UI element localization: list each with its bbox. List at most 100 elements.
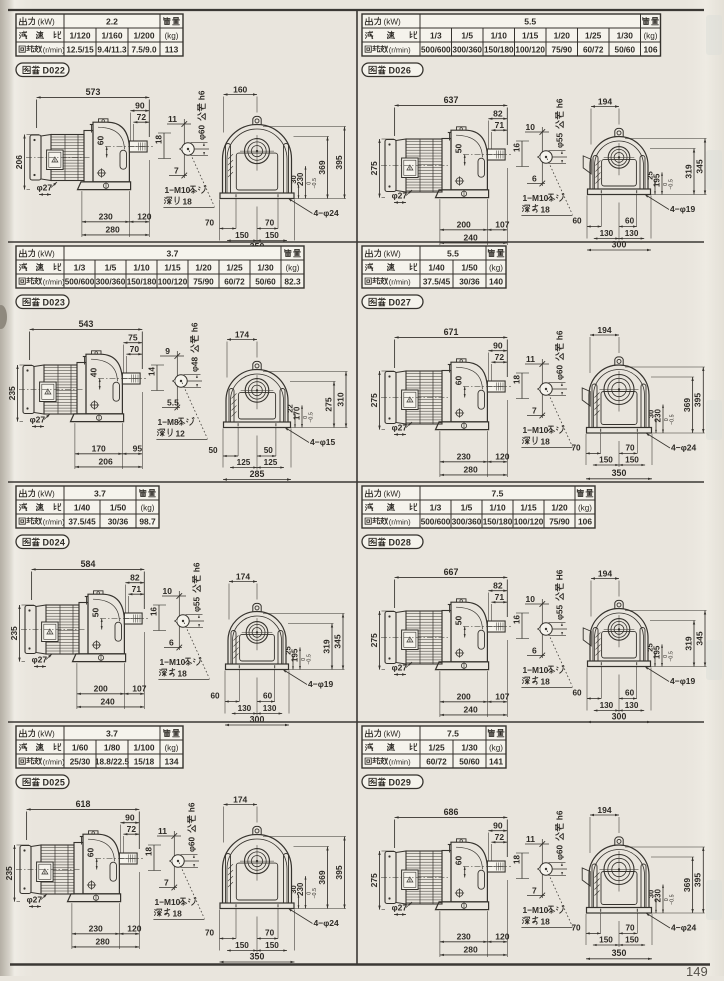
svg-text:1/3: 1/3: [74, 263, 86, 273]
svg-text:70: 70: [571, 923, 581, 932]
svg-text:7.5: 7.5: [447, 729, 459, 739]
svg-text:134: 134: [165, 757, 179, 767]
svg-text:82: 82: [130, 573, 140, 583]
svg-text:75/90: 75/90: [193, 278, 214, 287]
svg-text:(kg): (kg): [164, 744, 178, 753]
svg-text:φ55: φ55: [555, 132, 565, 148]
svg-text:−0.5: −0.5: [669, 179, 675, 190]
svg-text:280: 280: [96, 937, 110, 947]
svg-text:0: 0: [301, 658, 307, 661]
svg-text:(kg): (kg): [489, 744, 503, 753]
svg-text:(kg): (kg): [164, 32, 178, 41]
svg-text:1−M10: 1−M10: [523, 193, 549, 203]
svg-text:275: 275: [369, 393, 379, 407]
svg-text:300: 300: [612, 711, 627, 721]
svg-text:194: 194: [597, 325, 611, 335]
svg-text:1/60: 1/60: [72, 743, 89, 753]
svg-text:130: 130: [238, 704, 252, 713]
svg-text:25: 25: [284, 646, 293, 655]
svg-text:230: 230: [653, 888, 662, 902]
svg-text:1/15: 1/15: [520, 503, 537, 513]
svg-text:3.7: 3.7: [94, 489, 106, 499]
svg-text:60/72: 60/72: [426, 758, 447, 767]
svg-text:9: 9: [165, 346, 170, 356]
svg-text:(r/min): (r/min): [43, 45, 65, 54]
svg-text:200: 200: [457, 692, 471, 702]
svg-text:345: 345: [332, 634, 342, 648]
svg-text:200: 200: [457, 220, 471, 230]
svg-text:18: 18: [178, 669, 188, 679]
svg-text:60: 60: [96, 136, 106, 146]
svg-text:4−φ19: 4−φ19: [670, 676, 695, 686]
svg-text:4−φ24: 4−φ24: [314, 918, 339, 928]
svg-text:18: 18: [541, 205, 551, 215]
svg-text:319: 319: [683, 164, 693, 178]
svg-text:φ27: φ27: [37, 183, 53, 193]
svg-text:75: 75: [128, 333, 138, 343]
svg-text:1/25: 1/25: [226, 263, 243, 273]
svg-text:1/20: 1/20: [551, 503, 568, 513]
svg-text:(r/min): (r/min): [389, 277, 411, 286]
svg-text:7: 7: [164, 878, 169, 888]
svg-text:230: 230: [296, 172, 305, 186]
svg-text:1/10: 1/10: [491, 31, 508, 41]
svg-text:125: 125: [264, 458, 278, 467]
svg-text:150: 150: [599, 456, 613, 465]
svg-text:37.5/45: 37.5/45: [423, 278, 451, 287]
svg-text:107: 107: [495, 220, 509, 230]
svg-text:120: 120: [495, 452, 509, 462]
svg-text:50: 50: [208, 446, 218, 455]
svg-text:4−φ15: 4−φ15: [310, 437, 335, 447]
svg-text:300: 300: [250, 714, 265, 724]
svg-text:130: 130: [600, 701, 614, 710]
svg-text:106: 106: [578, 517, 592, 527]
svg-text:90: 90: [493, 821, 503, 831]
svg-text:275: 275: [369, 873, 379, 887]
svg-text:230: 230: [457, 452, 471, 462]
svg-text:280: 280: [106, 225, 120, 235]
svg-text:−0.5: −0.5: [670, 414, 676, 425]
svg-text:4−φ24: 4−φ24: [671, 443, 696, 453]
svg-text:7: 7: [532, 406, 537, 416]
svg-text:φ55: φ55: [555, 604, 565, 620]
svg-text:16: 16: [513, 143, 522, 152]
svg-text:350: 350: [612, 468, 627, 478]
svg-text:150: 150: [265, 941, 279, 950]
svg-text:φ27: φ27: [392, 903, 408, 913]
svg-text:1/160: 1/160: [102, 31, 123, 41]
svg-text:1/5: 1/5: [461, 31, 473, 41]
svg-text:(kg): (kg): [643, 32, 657, 41]
svg-text:125: 125: [237, 458, 251, 467]
svg-text:φ27: φ27: [27, 895, 43, 905]
svg-text:235: 235: [7, 386, 17, 400]
svg-text:50: 50: [264, 446, 274, 455]
svg-text:1/3: 1/3: [430, 503, 442, 513]
svg-text:7: 7: [532, 886, 537, 896]
svg-text:345: 345: [694, 631, 704, 645]
svg-text:1−M8: 1−M8: [158, 417, 180, 427]
svg-text:275: 275: [369, 633, 379, 647]
svg-text:φ60: φ60: [555, 844, 565, 860]
svg-text:1−M10: 1−M10: [155, 897, 181, 907]
svg-text:30: 30: [647, 410, 656, 418]
svg-text:120: 120: [137, 212, 151, 222]
svg-text:1/40: 1/40: [74, 503, 91, 513]
svg-text:72: 72: [127, 824, 137, 834]
svg-text:50: 50: [91, 608, 101, 618]
svg-text:174: 174: [236, 571, 250, 581]
svg-text:130: 130: [625, 701, 639, 710]
svg-text:90: 90: [135, 101, 145, 111]
svg-text:235: 235: [9, 626, 19, 640]
svg-text:(r/min): (r/min): [43, 277, 65, 286]
svg-text:350: 350: [250, 951, 265, 961]
svg-text:100/120: 100/120: [515, 46, 545, 55]
svg-text:18: 18: [155, 135, 164, 144]
svg-text:12.5/15: 12.5/15: [66, 46, 94, 55]
svg-text:350: 350: [612, 948, 627, 958]
svg-text:D029: D029: [389, 778, 412, 788]
svg-text:1/50: 1/50: [461, 263, 478, 273]
svg-text:100/120: 100/120: [158, 278, 188, 287]
svg-text:240: 240: [101, 697, 115, 707]
svg-text:25: 25: [646, 171, 655, 180]
svg-text:1/100: 1/100: [134, 743, 155, 753]
